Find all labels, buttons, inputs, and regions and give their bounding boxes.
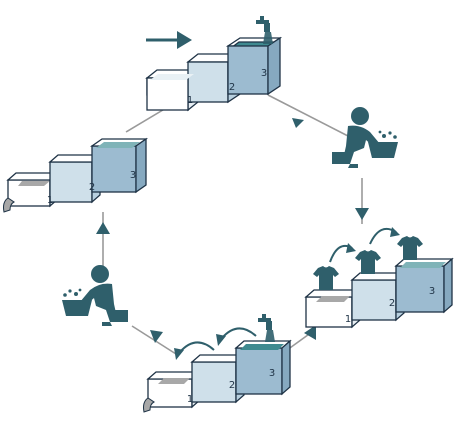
station-top [145,36,283,112]
station-left-label-3: 3 [130,170,136,181]
transfer-arrows-bottom [179,327,257,353]
station-top-label-3: 3 [261,68,267,79]
shirt-icon [313,266,339,290]
cycle-arrows [96,118,369,343]
station-right-label-1: 1 [345,314,351,325]
cycle-arrow-3 [304,325,316,340]
station-bottom [146,339,292,409]
cycle-arrow-1 [292,118,304,128]
station-bottom-label-1: 1 [187,394,193,405]
station-left-label-1: 1 [47,195,53,206]
station-left-label-2: 2 [89,182,95,193]
drain-spout-icon [3,197,15,213]
station-left [6,137,149,208]
station-bottom-label-3: 3 [269,368,275,379]
faucet-icon [258,314,275,342]
station-top-label-1: 1 [187,95,193,106]
station-right-label-2: 2 [389,298,395,309]
transfer-arrowheads-bottom [174,334,226,360]
cycle-arrow-2 [355,208,369,220]
person-washing-icon [62,265,128,326]
cycle-arrow-5 [96,222,110,234]
station-right [304,257,454,329]
station-right-label-3: 3 [429,286,435,297]
right-arrow-icon [146,31,192,49]
drain-spout-icon [143,397,155,413]
shirt-icon [355,250,381,274]
shirt-icon [397,236,423,260]
transfer-arrowheads-right [346,227,400,253]
person-washing-icon [332,107,398,168]
station-bottom-label-2: 2 [229,380,235,391]
station-top-label-2: 2 [229,82,235,93]
cycle-arrow-4 [150,330,163,343]
